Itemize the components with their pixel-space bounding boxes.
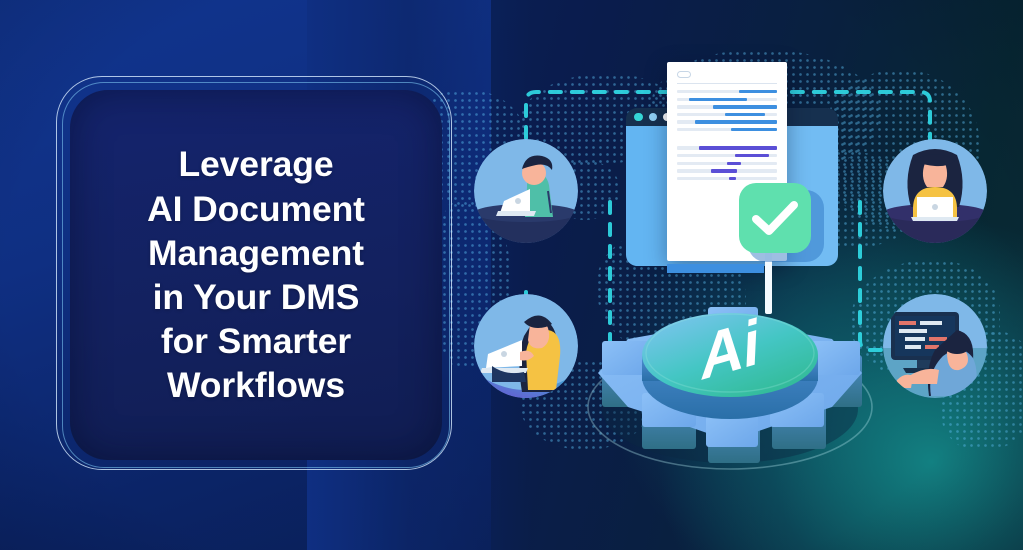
headline-line-2: AI Document bbox=[147, 188, 365, 229]
document-text-line bbox=[677, 169, 777, 173]
headline-card-outline-inner bbox=[62, 82, 450, 468]
ai-gear: Ai Ai bbox=[580, 285, 880, 485]
document-text-line bbox=[677, 97, 777, 101]
avatar-top-right bbox=[883, 139, 987, 243]
document-text-line bbox=[677, 105, 777, 109]
headline-line-4: in Your DMS bbox=[152, 277, 360, 317]
headline-line-1: Leverage bbox=[178, 144, 334, 185]
document-section-gap bbox=[677, 135, 777, 146]
document-tag-icon bbox=[677, 71, 691, 78]
document-text-line bbox=[677, 90, 777, 94]
headline-line-5: for Smarter bbox=[160, 321, 352, 362]
document-text-line bbox=[677, 112, 777, 117]
headline-card-outline-outer bbox=[56, 76, 452, 470]
approved-check-badge bbox=[739, 183, 811, 253]
avatar-bottom-left bbox=[474, 294, 578, 398]
check-icon bbox=[752, 201, 798, 235]
document-text-line bbox=[677, 127, 777, 132]
avatar-top-left bbox=[474, 139, 578, 243]
headline-line-6: Workflows bbox=[167, 365, 345, 406]
document-text-line bbox=[677, 120, 777, 124]
document-text-line bbox=[677, 176, 777, 181]
document-footer-bar bbox=[667, 264, 764, 273]
page-title: Leverage AI Document Management in Your … bbox=[135, 142, 377, 407]
headline-card: Leverage AI Document Management in Your … bbox=[70, 90, 442, 460]
document-text-line bbox=[677, 154, 777, 158]
avatar-bottom-right bbox=[883, 294, 987, 398]
window-dot-cyan-icon bbox=[634, 112, 643, 122]
document-text-line bbox=[677, 161, 777, 166]
headline-line-3: Management bbox=[148, 232, 364, 273]
document-text-line bbox=[677, 146, 777, 150]
window-dot-blue-icon bbox=[648, 112, 657, 122]
document-divider bbox=[677, 83, 777, 84]
